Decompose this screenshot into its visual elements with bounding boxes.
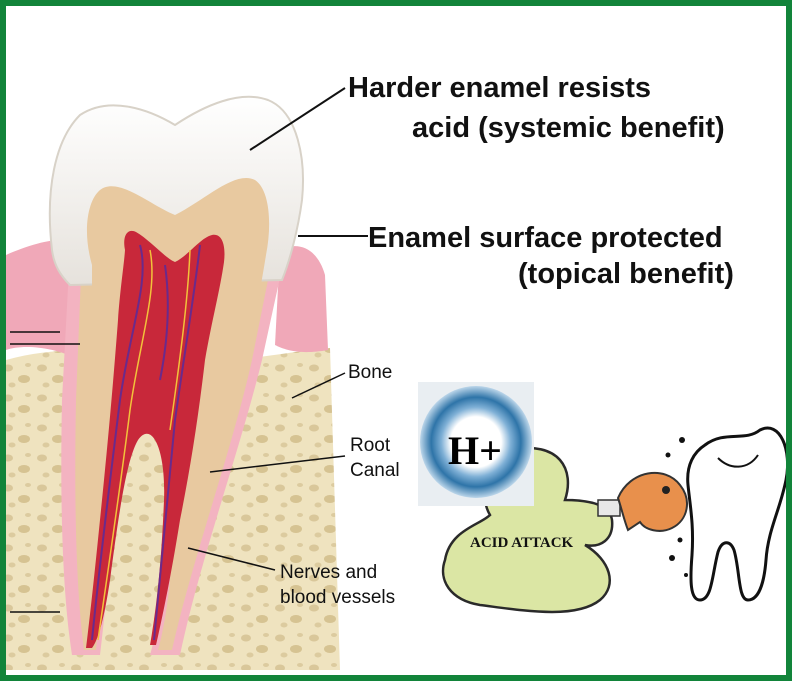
fish-connector (598, 500, 620, 516)
nerves-label-line1: Nerves and (280, 562, 377, 583)
nerves-label-line2: blood vessels (280, 587, 395, 608)
bone-label: Bone (348, 362, 392, 383)
root-label-line1: Root (350, 435, 391, 456)
surface-label-line1: Enamel surface protected (368, 222, 723, 254)
hydrogen-ion-label: H+ (448, 428, 502, 473)
splash-dot-3 (678, 538, 683, 543)
cartoon-tooth (688, 428, 786, 600)
splash-dot-2 (666, 453, 671, 458)
tooth-anatomy-diagram: Harder enamel resists acid (systemic ben… (6, 6, 786, 675)
splash-dot-1 (679, 437, 685, 443)
fish-eye (662, 486, 670, 494)
root-label-line2: Canal (350, 460, 400, 481)
splash-dot-5 (684, 573, 688, 577)
enamel-label-line1: Harder enamel resists (348, 72, 651, 104)
enamel-label-line2: acid (systemic benefit) (412, 112, 725, 144)
acid-attack-label: ACID ATTACK (470, 535, 574, 551)
surface-label-line2: (topical benefit) (518, 258, 734, 290)
fish (618, 473, 687, 531)
splash-dot-4 (669, 555, 675, 561)
